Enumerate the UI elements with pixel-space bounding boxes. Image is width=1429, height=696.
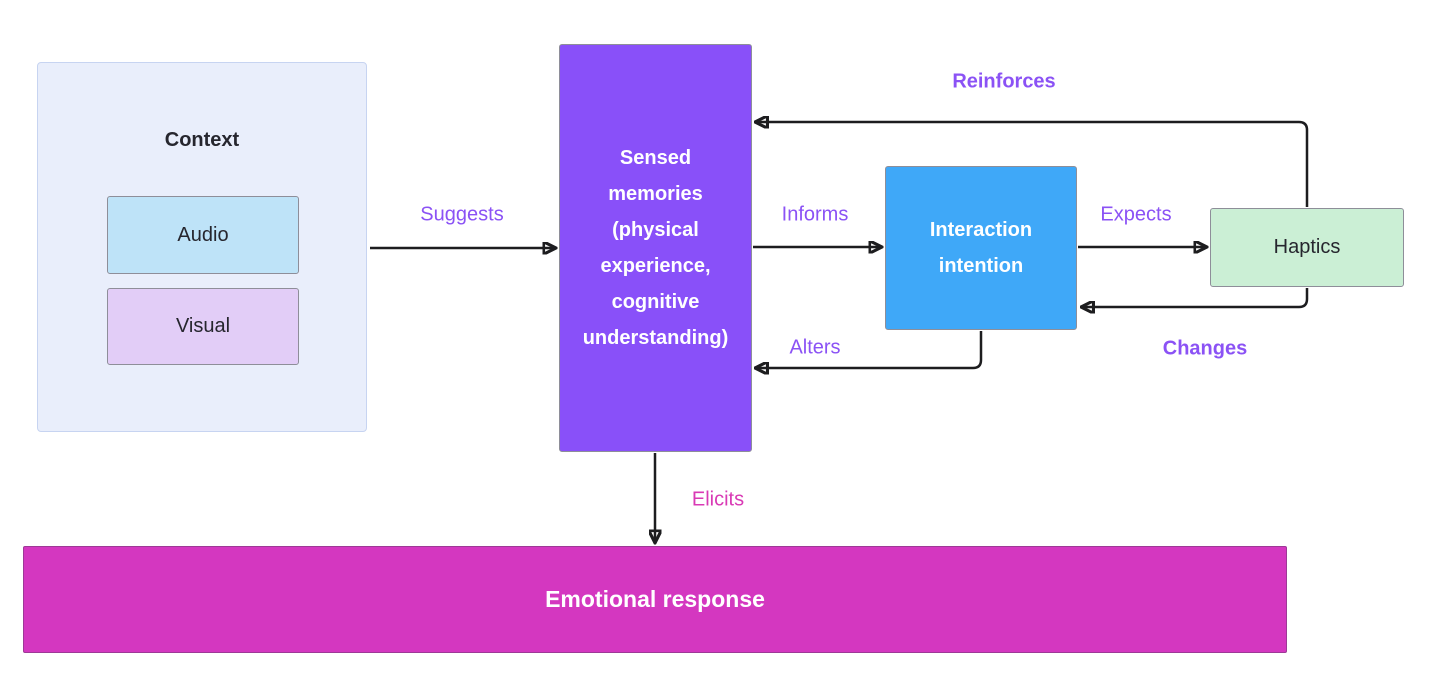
- context-title: Context: [164, 129, 240, 151]
- edge-label-changes: Changes: [1162, 337, 1248, 360]
- node-haptics: Haptics: [1210, 208, 1404, 287]
- interaction-intention-label: Interaction intention: [929, 219, 1033, 277]
- edge-label-suggests: Suggests: [420, 203, 504, 226]
- node-audio: Audio: [107, 196, 299, 274]
- node-visual: Visual: [107, 288, 299, 365]
- emotional-response-label: Emotional response: [545, 586, 765, 612]
- edge-label-elicits: Elicits: [691, 488, 745, 511]
- edge-label-informs: Informs: [781, 203, 849, 226]
- node-emotional-response: Emotional response: [23, 546, 1287, 653]
- haptics-label: Haptics: [1273, 236, 1341, 258]
- edge-label-alters: Alters: [789, 336, 841, 359]
- node-sensed-memories: Sensed memories (physical experience, co…: [559, 44, 752, 452]
- node-context: Context Audio Visual: [37, 62, 367, 432]
- edge-label-expects: Expects: [1100, 203, 1172, 226]
- audio-label: Audio: [177, 223, 229, 246]
- sensed-memories-label: Sensed memories (physical experience, co…: [582, 147, 729, 349]
- visual-label: Visual: [175, 315, 231, 337]
- edge-changes-arrow: [1081, 288, 1309, 307]
- node-interaction-intention: Interaction intention: [885, 166, 1077, 330]
- edge-label-reinforces: Reinforces: [952, 70, 1056, 93]
